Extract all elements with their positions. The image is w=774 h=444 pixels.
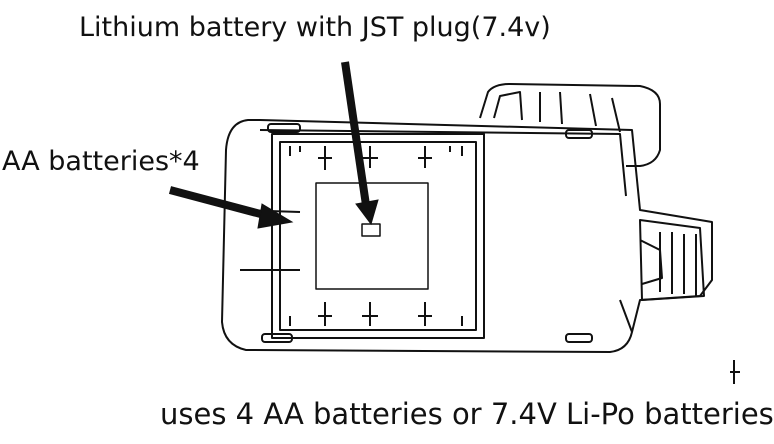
battery-compartment-outer <box>271 133 485 339</box>
arrow-to-jst <box>341 61 370 206</box>
battery-compartment-inner <box>279 141 477 331</box>
controller-body-outline <box>221 119 713 353</box>
aa-batteries-label: AA batteries*4 <box>2 146 200 177</box>
side-connector <box>639 219 705 301</box>
jst-plug <box>361 223 381 237</box>
lithium-battery-box <box>315 182 429 290</box>
lithium-battery-label: Lithium battery with JST plug(7.4v) <box>79 12 551 43</box>
rear-grip <box>479 83 661 167</box>
controller-battery-diagram <box>168 61 740 384</box>
caption: uses 4 AA batteries or 7.4V Li-Po batter… <box>160 397 774 431</box>
arrow-to-aa <box>168 186 270 220</box>
